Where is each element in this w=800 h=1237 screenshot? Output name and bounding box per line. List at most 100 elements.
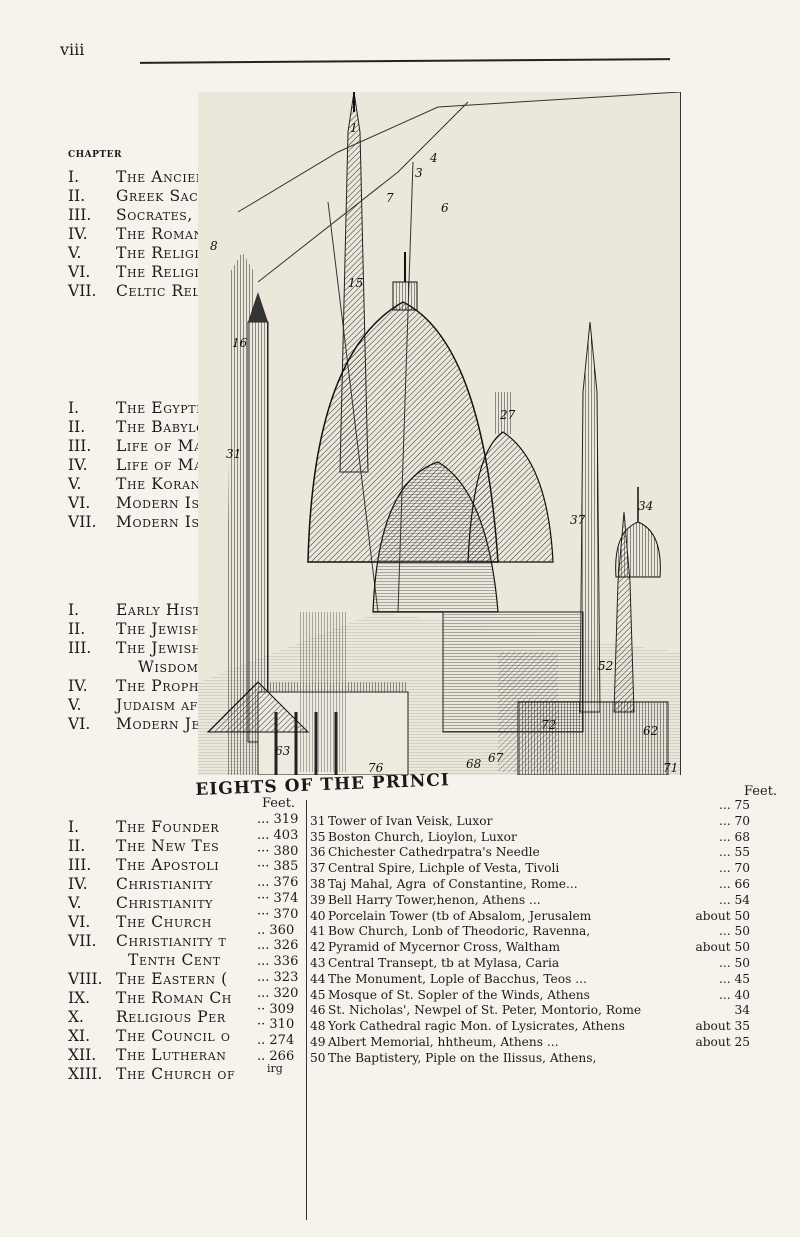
toc-num: VI. xyxy=(68,263,91,281)
toc-row[interactable]: VI.Modern Isla xyxy=(68,494,216,513)
toc-row[interactable]: II. Greek Sacr xyxy=(68,187,210,206)
toc-row[interactable]: IV.The Prophet xyxy=(68,677,217,696)
feet-value: ... 326 xyxy=(257,938,299,954)
toc-row[interactable]: I.The Egypti xyxy=(68,399,216,418)
feet-value: .. 266 xyxy=(257,1048,295,1064)
toc-title: Wisdom . xyxy=(138,658,210,676)
toc-title: Greek Sacr xyxy=(116,187,208,205)
toc-title: The Jewish xyxy=(116,620,202,638)
plate-label: 16 xyxy=(232,336,248,350)
toc-title: Socrates, F xyxy=(116,206,210,224)
toc-row[interactable]: XIII. The Church of xyxy=(68,1065,235,1084)
toc-num xyxy=(68,658,116,677)
toc-num: IV. xyxy=(68,875,88,893)
toc-title: The Church of xyxy=(116,1065,236,1083)
toc-num: XII. xyxy=(68,1046,97,1064)
toc-num: III. xyxy=(68,639,92,657)
toc-num: V. xyxy=(68,894,82,912)
plate-label: 7 xyxy=(386,191,394,205)
toc-title: Christianity xyxy=(116,894,214,912)
toc-title: The Egypti xyxy=(116,399,202,417)
toc-row[interactable]: XII. The Lutheran xyxy=(68,1046,235,1065)
toc-num: VII. xyxy=(68,932,97,950)
toc-row[interactable]: X.Religious Per xyxy=(68,1008,235,1027)
feet-value: ... 323 xyxy=(257,969,299,985)
toc-row[interactable]: IV.The Roman xyxy=(68,225,210,244)
toc-title: Judaism afte xyxy=(116,696,215,714)
toc-row[interactable]: VI.The Church xyxy=(68,913,235,932)
toc-num: IX. xyxy=(68,989,91,1007)
engraved-plate: 1 3 4 6 7 8 15 16 27 31 37 34 52 62 63 6… xyxy=(198,92,681,775)
toc-row[interactable]: II.The Babylo xyxy=(68,418,216,437)
toc-row[interactable]: VII.Modern Isla xyxy=(68,513,216,532)
toc-row[interactable]: III.The Apostoli xyxy=(68,856,235,875)
toc-row[interactable]: IX.The Roman Ch xyxy=(68,989,235,1008)
toc-row[interactable]: V. Christianity xyxy=(68,894,235,913)
toc-title: Life of Ma xyxy=(116,456,203,474)
plate-label: 1 xyxy=(350,121,358,135)
toc-row[interactable]: II.The Jewish xyxy=(68,620,217,639)
toc-row[interactable]: IV. Christianity xyxy=(68,875,235,894)
plate-label: 15 xyxy=(348,276,363,290)
feet-value: ··· 374 xyxy=(257,890,299,906)
toc-title: The Koran xyxy=(116,475,201,493)
plate-label: 72 xyxy=(541,718,556,732)
toc-row[interactable]: III.Life of Ma xyxy=(68,437,216,456)
toc-row[interactable]: Tenth Cent xyxy=(68,951,235,970)
toc-row[interactable]: Wisdom . xyxy=(68,658,217,677)
chapter-heading: CHAPTER xyxy=(68,150,122,160)
toc-row[interactable]: VII. Christianity t xyxy=(68,932,235,951)
feet-value: ... 320 xyxy=(257,985,299,1001)
toc-row[interactable]: I.The Founder xyxy=(68,818,235,837)
toc-row[interactable]: II.The New Tes xyxy=(68,837,235,856)
toc-row[interactable]: I.Early Histo xyxy=(68,601,217,620)
plate-label: 34 xyxy=(638,499,653,513)
column-divider xyxy=(306,800,307,1220)
toc-title: Life of Ma xyxy=(116,437,203,455)
toc-num: V. xyxy=(68,244,82,262)
toc-group-1: I.The Ancien II. Greek Sacr III. Socrates,… xyxy=(68,168,210,301)
toc-row[interactable]: V. Judaism afte xyxy=(68,696,217,715)
toc-row[interactable]: V.The Religi xyxy=(68,244,210,263)
toc-title: The Lutheran xyxy=(116,1046,227,1064)
toc-num: XIII. xyxy=(68,1065,103,1083)
toc-title: Christianity xyxy=(116,875,214,893)
plate-label: 67 xyxy=(488,751,504,765)
feet-heading-left: Feet. xyxy=(262,796,296,811)
toc-title: The Jewish xyxy=(116,639,202,657)
toc-num: IV. xyxy=(68,225,88,243)
toc-row[interactable]: VI.Modern Jewi xyxy=(68,715,217,734)
toc-row[interactable]: VIII.The Eastern ( xyxy=(68,970,235,989)
toc-group-2: I.The Egypti II.The Babylo III.Life of M… xyxy=(68,399,216,532)
toc-row[interactable]: IV.Life of Ma xyxy=(68,456,216,475)
toc-row[interactable]: I.The Ancien xyxy=(68,168,210,187)
toc-title: Christianity t xyxy=(116,932,227,950)
toc-title: The Founder xyxy=(116,818,220,836)
toc-num: V. xyxy=(68,696,82,714)
toc-num: II. xyxy=(68,187,86,205)
toc-row[interactable]: III. The Jewish xyxy=(68,639,217,658)
toc-title: Modern Isla xyxy=(116,513,217,531)
toc-row[interactable]: VII.Celtic Reli xyxy=(68,282,210,301)
toc-row[interactable]: XI.The Council o xyxy=(68,1027,235,1046)
feet-value: .. 360 xyxy=(257,922,295,938)
toc-row[interactable]: VI.The Religi xyxy=(68,263,210,282)
toc-row[interactable]: III. Socrates, F xyxy=(68,206,210,225)
toc-title: The Eastern ( xyxy=(116,970,228,988)
caption-row: ... 75 xyxy=(718,798,750,812)
plate-label: 62 xyxy=(643,724,658,738)
toc-num: III. xyxy=(68,206,92,224)
toc-num: VI. xyxy=(68,715,91,733)
toc-row[interactable]: V.The Koran xyxy=(68,475,216,494)
toc-title: The Babylo xyxy=(116,418,206,436)
